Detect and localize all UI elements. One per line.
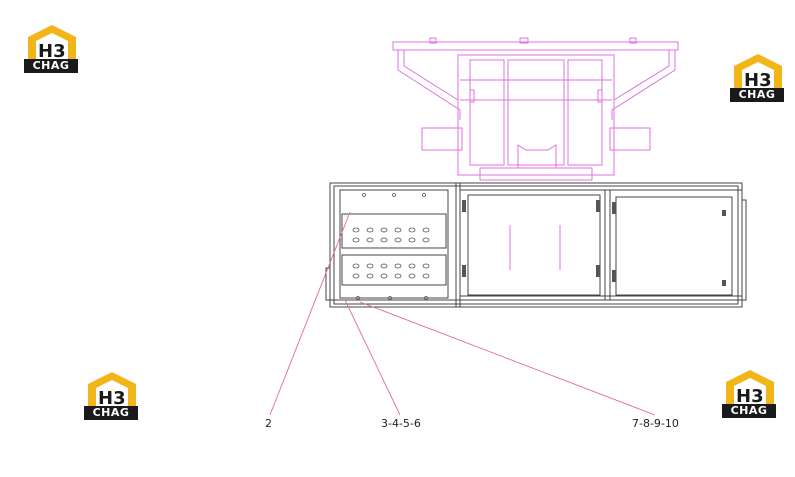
brand-logo-bottom-right: H3 CHAG — [722, 368, 778, 420]
brand-logo-top-left: H3 CHAG — [24, 23, 80, 75]
leader-line-1 — [269, 211, 351, 416]
logo-mark-text: H3 — [736, 386, 764, 407]
logo-mark-icon: H3 — [28, 25, 76, 62]
callout-label-1: 2 — [265, 417, 272, 430]
brand-logo-bottom-left: H3 CHAG — [84, 370, 140, 422]
hinges — [462, 200, 726, 286]
logo-mark-icon: H3 — [726, 370, 774, 407]
logo-mark-text: H3 — [38, 41, 66, 62]
perforation-holes — [352, 193, 430, 300]
leader-lines — [269, 211, 656, 416]
logo-mark-text: H3 — [744, 70, 772, 91]
logo-mark-icon: H3 — [88, 372, 136, 409]
brand-logo-top-right: H3 CHAG — [730, 52, 786, 104]
cabinet-assembly — [325, 182, 747, 308]
leader-line-2 — [344, 299, 401, 416]
logo-mark-text: H3 — [98, 388, 126, 409]
callout-label-2: 3-4-5-6 — [381, 417, 421, 430]
callout-label-3: 7-8-9-10 — [632, 417, 679, 430]
logo-wordmark: CHAG — [24, 59, 78, 73]
logo-mark-icon: H3 — [734, 54, 782, 91]
logo-wordmark: CHAG — [730, 88, 784, 102]
leader-line-3 — [359, 301, 656, 416]
logo-wordmark: CHAG — [84, 406, 138, 420]
logo-wordmark: CHAG — [722, 404, 776, 418]
ghost-frame — [392, 37, 679, 270]
